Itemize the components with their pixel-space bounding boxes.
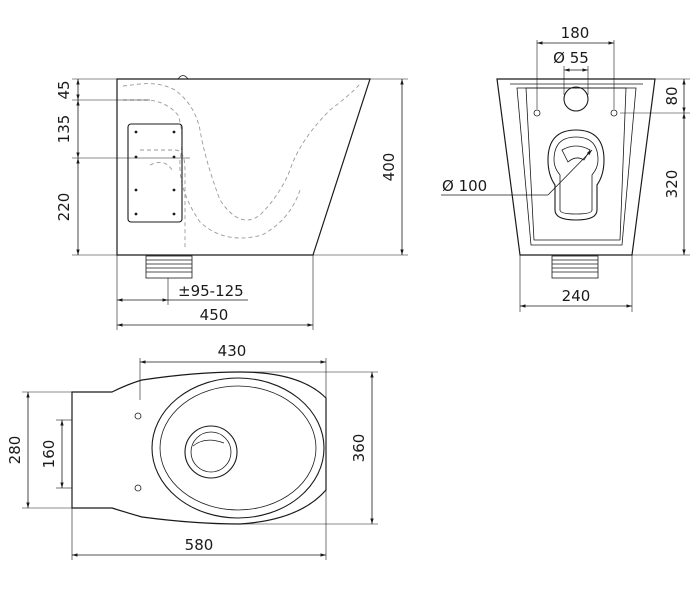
top-view-bowl-rim [151, 377, 325, 519]
side-view-outlet-pipe [145, 255, 193, 279]
side-view-hidden-trap [123, 99, 301, 239]
dim-label-580: 580 [185, 536, 214, 554]
side-view-access-plate [127, 123, 183, 223]
side-view: 45 135 220 400 ±95-125 450 [55, 75, 408, 330]
top-view-seat-hole-bottom [134, 484, 142, 492]
dim-label-80: 80 [663, 86, 681, 105]
front-view: 180 Ø 55 80 320 Ø 100 240 [441, 24, 690, 312]
front-view-body [496, 78, 656, 256]
top-view-bowl-inner [159, 385, 317, 511]
dim-label-360: 360 [350, 434, 368, 463]
dim-label-45: 45 [55, 80, 73, 99]
top-view-body [71, 371, 327, 525]
dim-label-320: 320 [663, 170, 681, 199]
top-view: 430 280 160 360 580 [6, 342, 378, 560]
dim-label-180: 180 [561, 24, 590, 42]
dim-label-offset: ±95-125 [178, 282, 244, 300]
front-view-inner-panel [525, 87, 627, 241]
dim-label-135: 135 [55, 115, 73, 144]
front-view-inlet-circle [563, 86, 589, 112]
front-view-outlet-pipe [551, 255, 599, 279]
side-view-top-knob [177, 75, 189, 80]
side-view-hidden-bowl [122, 83, 361, 221]
top-view-drain-outer [184, 425, 238, 479]
dim-label-240: 240 [562, 287, 591, 305]
front-view-outlet-ring [547, 129, 605, 221]
dim-label-280: 280 [6, 436, 24, 465]
dim-label-400: 400 [380, 153, 398, 182]
top-view-seat-hole-top [134, 412, 142, 420]
dim-label-d55: Ø 55 [553, 49, 589, 67]
top-view-drain-inner [190, 431, 232, 473]
dim-label-220: 220 [55, 193, 73, 222]
dim-label-430: 430 [218, 342, 247, 360]
front-view-mount-hole-right [610, 109, 618, 117]
side-view-body [116, 78, 371, 256]
front-view-mount-hole-left [533, 109, 541, 117]
dim-label-450: 450 [200, 306, 229, 324]
dim-label-160: 160 [40, 440, 58, 469]
dim-label-d100: Ø 100 [442, 177, 487, 195]
